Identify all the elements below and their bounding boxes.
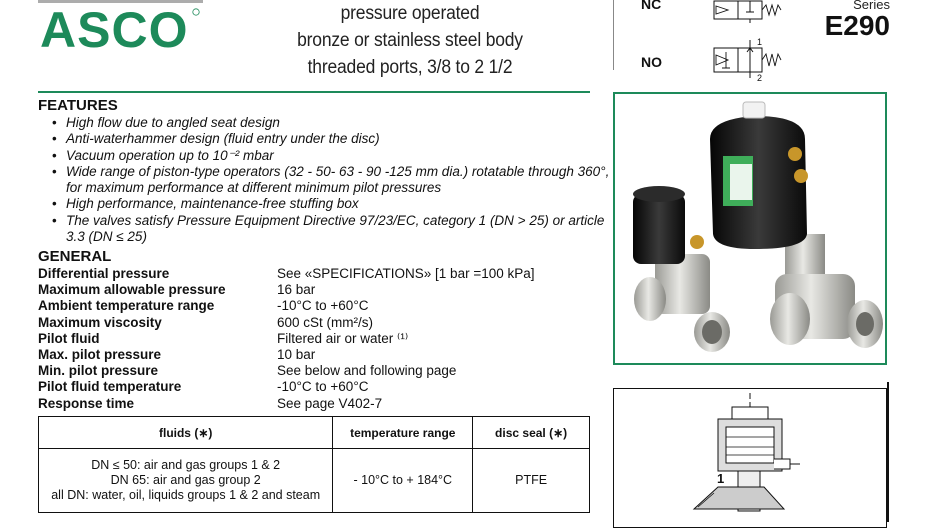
- large-valve: [710, 101, 883, 348]
- spec-value: See «SPECIFICATIONS» [1 bar =100 kPa]: [277, 266, 535, 281]
- spec-label: Maximum viscosity: [38, 315, 162, 330]
- spec-value: 600 cSt (mm²/s): [277, 315, 374, 330]
- spec-row: Maximum viscosity 600 cSt (mm²/s): [38, 315, 598, 331]
- fluids-cell: DN ≤ 50: air and gas groups 1 & 2 DN 65:…: [37, 448, 334, 513]
- valve-illustration: [633, 101, 883, 352]
- spec-label: Pilot fluid: [38, 331, 100, 346]
- nc-label: NC: [641, 0, 662, 12]
- spec-value: See page V402-7: [277, 396, 383, 411]
- spec-label: Max. pilot pressure: [38, 347, 162, 362]
- section-drawing: 1: [613, 388, 887, 528]
- feature-item: Wide range of piston-type operators (32 …: [52, 164, 626, 197]
- spec-row: Maximum allowable pressure 16 bar: [38, 282, 598, 298]
- fluids-line: all DN: water, oil, liquids groups 1 & 2…: [51, 488, 321, 502]
- spec-row: Differential pressure See «SPECIFICATION…: [38, 266, 598, 282]
- nc-valve-symbol: [713, 0, 782, 23]
- valve-cross-section: [692, 393, 800, 512]
- spec-row: Min. pilot pressure See below and follow…: [38, 363, 598, 379]
- series-label: Series: [853, 0, 890, 12]
- inlet-port-label: 1: [717, 471, 725, 486]
- no-label: NO: [641, 54, 662, 70]
- fluids-line: DN 65: air and gas group 2: [110, 473, 261, 487]
- spec-value: -10°C to +60°C: [277, 298, 369, 313]
- spec-value: Filtered air or water ⁽¹⁾: [277, 331, 409, 346]
- spec-row: Response time See page V402-7: [38, 396, 598, 412]
- header-rule: [38, 91, 590, 93]
- spec-value: See below and following page: [277, 363, 457, 378]
- spec-row: Pilot fluid temperature -10°C to +60°C: [38, 379, 598, 395]
- spec-label: Maximum allowable pressure: [38, 282, 226, 297]
- spec-row: Pilot fluid Filtered air or water ⁽¹⁾: [38, 331, 598, 347]
- feature-item: High performance, maintenance-free stuff…: [52, 196, 626, 213]
- spec-label: Differential pressure: [38, 266, 170, 281]
- temperature-header: temperature range: [332, 416, 474, 449]
- feature-item: High flow due to angled seat design: [52, 115, 626, 132]
- features-heading: FEATURES: [38, 97, 118, 114]
- disc-seal-header: disc seal (∗): [472, 416, 590, 449]
- product-photo: [613, 92, 887, 365]
- port-2-label: 2: [757, 73, 763, 83]
- port-1-label: 1: [757, 37, 763, 47]
- spec-value: -10°C to +60°C: [277, 379, 369, 394]
- fluids-line: DN ≤ 50: air and gas groups 1 & 2: [91, 458, 281, 472]
- spec-label: Response time: [38, 396, 135, 411]
- page-edge-rule: [887, 382, 889, 522]
- asco-logo: ASCO: [38, 0, 203, 52]
- spec-label: Ambient temperature range: [38, 298, 215, 313]
- title-line-3: threaded ports, 3/8 to 2 1/2: [307, 57, 513, 78]
- disc-seal-cell: PTFE: [472, 448, 590, 513]
- feature-item: Vacuum operation up to 10⁻² mbar: [52, 148, 626, 165]
- no-valve-symbol: [713, 40, 782, 78]
- features-list: High flow due to angled seat design Anti…: [50, 115, 626, 245]
- spec-value: 10 bar: [277, 347, 316, 362]
- spec-row: Max. pilot pressure 10 bar: [38, 347, 598, 363]
- spec-row: Ambient temperature range -10°C to +60°C: [38, 298, 598, 314]
- spec-label: Min. pilot pressure: [38, 363, 159, 378]
- title-line-2: bronze or stainless steel body: [297, 30, 523, 51]
- series-number: E290: [824, 10, 890, 41]
- temperature-cell: - 10°C to + 184°C: [332, 448, 474, 513]
- general-heading: GENERAL: [38, 248, 112, 265]
- spec-label: Pilot fluid temperature: [38, 379, 182, 394]
- fluids-header: fluids (∗): [37, 416, 334, 449]
- header-divider: [613, 0, 614, 70]
- small-valve: [633, 186, 730, 352]
- feature-item: Anti-waterhammer design (fluid entry und…: [52, 131, 626, 148]
- spec-value: 16 bar: [277, 282, 316, 297]
- title-line-1: pressure operated: [340, 3, 480, 24]
- feature-item: The valves satisfy Pressure Equipment Di…: [52, 213, 626, 246]
- logo-text: ASCO: [40, 2, 188, 52]
- fluids-table: fluids (∗) temperature range disc seal (…: [37, 416, 590, 513]
